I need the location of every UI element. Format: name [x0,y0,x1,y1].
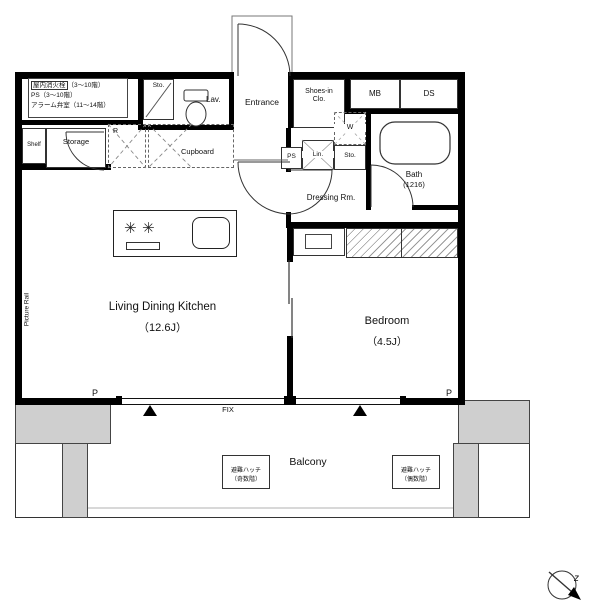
bathtub-icon [379,121,451,165]
wall-entrance-left [229,72,234,130]
shaft-info-line2: PS（3〜10階） [31,92,77,100]
shelf-label: Shelf [27,142,41,148]
wall-right [458,72,465,405]
wall-entrance-right [288,72,293,128]
wall-bath-bottom [412,205,458,210]
wall-bottom-left [15,398,122,405]
dressing-door-arc [287,169,333,215]
wall-mbds-bottom [345,108,458,114]
balcony-label: Balcony [289,456,327,468]
concrete-column-right [453,443,479,518]
hatch-odd-line2: （奇数階） [230,477,261,483]
wall-top-right [290,72,465,79]
bath-size-label: (1216) [403,180,425,189]
hatch-odd-line1: 避難ハッチ [230,468,261,474]
hatch-even-line1: 避難ハッチ [400,468,431,474]
north-compass: z [547,570,581,600]
cupboard-label: Cupboard [180,147,215,157]
shoes-closet-label: Shoes-in Clo. [293,88,345,104]
fire-hydrant-floors: （3〜10階） [67,82,105,89]
pipe-space-label: PS [287,153,296,160]
wall-infobox-bottom [15,120,143,125]
stove-burner-icon: ✳ [142,220,155,237]
stove-burner-icon: ✳ [124,220,137,237]
sliding-door-lines [288,260,293,338]
wall-dressing-left-b [286,212,291,228]
concrete-column-left [62,443,88,518]
linen-label: Lin. [302,151,334,159]
shaft-info-box: 屋内消火栓（3〜10階） PS（3〜10階） アラーム弁室（11〜14階） [28,78,128,118]
duct-space-label: DS [423,89,435,98]
storage-mid-box [334,145,366,170]
closet-divider [401,228,402,258]
meter-box-label: MB [369,89,381,98]
dressing-room-label: Dressing Rm. [306,193,356,202]
bedroom-closet [346,228,458,258]
wall-bath-jamb [366,198,371,210]
storage-box [46,128,106,168]
shelf-box [22,128,46,164]
fix-window-label: FIX [212,405,244,415]
wall-mb-left [345,72,350,114]
bedroom-label: Bedroom [364,315,410,327]
lavatory-label: Lav. [206,95,221,104]
washer-label: W [334,124,366,133]
refrigerator-label: R [113,128,119,135]
bath-label: Bath [405,170,423,179]
kitchen-sink [192,217,230,249]
wall-bath-left [366,113,371,210]
wall-partition-bottom [287,336,293,405]
wall-infobox-right [138,72,143,125]
concrete-wall-right [458,400,530,444]
storage-label: Storage [62,137,90,146]
pillar-label-right: P [446,388,453,398]
kitchen-grill [126,242,160,250]
window-jamb-left [116,396,122,405]
bedroom-size-label: （4.5J） [366,336,408,348]
picture-rail-label: Picture Rail [23,292,31,327]
bedroom-counter-inner [305,234,332,249]
storage-top-label: Sto. [152,82,165,89]
compass-letter: z [573,573,579,584]
storage-mid-label: Sto. [344,152,356,159]
window-jamb-right [400,396,406,405]
window-band [122,398,405,405]
toilet-icon [183,89,209,127]
ldk-size-label: （12.6J） [138,322,187,334]
shaft-info-line3: アラーム弁室（11〜14階） [31,102,110,110]
duct-space-box [400,79,458,109]
meter-box [350,79,400,109]
wall-left [15,72,22,405]
wall-partition-top [287,228,293,262]
wall-bottom-right [405,398,465,405]
wall-bedroom-top [286,222,465,228]
fire-hydrant-label: 屋内消火栓 [31,81,68,90]
shaft-info-line1: 屋内消火栓（3〜10階） [31,81,125,91]
hall-door-arc [237,161,291,215]
cupboard-space-box [148,124,234,168]
entrance-label: Entrance [244,97,280,107]
pillar-label-left: P [92,388,99,398]
ldk-label: Living Dining Kitchen [108,301,217,313]
shoes-line2: Clo. [312,96,326,104]
concrete-wall-left [15,400,111,444]
entrance-recess-outline [231,15,293,72]
evacuation-hatch-odd: 避難ハッチ （奇数階） [222,455,270,489]
wall-top-left [15,72,232,79]
hatch-even-line2: （偶数階） [400,477,431,483]
window-mullion [284,396,296,405]
front-door-arc [237,23,291,77]
evacuation-hatch-even: 避難ハッチ （偶数階） [392,455,440,489]
shoes-line1: Shoes-in [305,88,333,95]
